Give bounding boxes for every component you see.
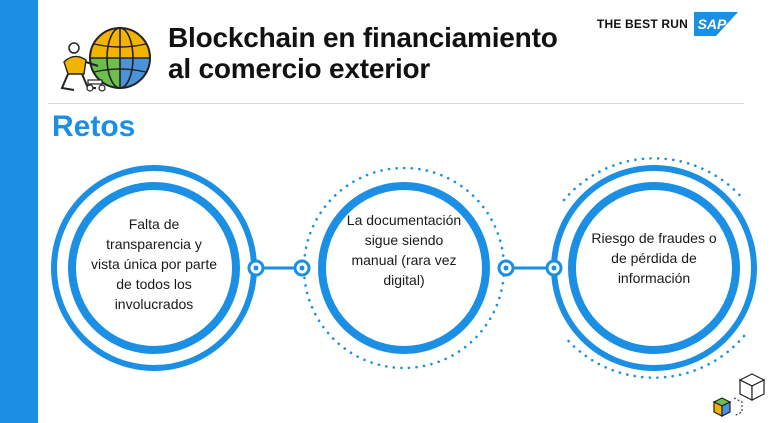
left-accent-bar	[0, 0, 38, 423]
title-line-1: Blockchain en financiamiento	[168, 22, 558, 53]
connector-node-icon	[497, 259, 563, 277]
blockchain-cubes-icon	[712, 373, 766, 417]
title-line-2: al comercio exterior	[168, 53, 431, 84]
section-title: Retos	[52, 110, 136, 143]
sap-logo-text: SAP	[698, 16, 727, 32]
brand-tagline: THE BEST RUN	[596, 17, 688, 31]
challenge-circle-2	[302, 166, 506, 370]
challenge-text-2: La documentación sigue siendo manual (ra…	[346, 212, 462, 288]
challenge-text-1: Falta de transparencia y vista única por…	[90, 216, 218, 312]
challenge-text-3: Riesgo de fraudes o de pérdida de inform…	[591, 230, 717, 286]
slide-title: Blockchain en financiamiento al comercio…	[168, 22, 558, 84]
sap-logo-icon: SAP	[694, 12, 738, 36]
connector-node-icon	[247, 259, 311, 277]
worker-globe-icon	[60, 27, 151, 92]
header-divider	[48, 103, 744, 104]
brand-logo: THE BEST RUN SAP	[597, 12, 738, 36]
